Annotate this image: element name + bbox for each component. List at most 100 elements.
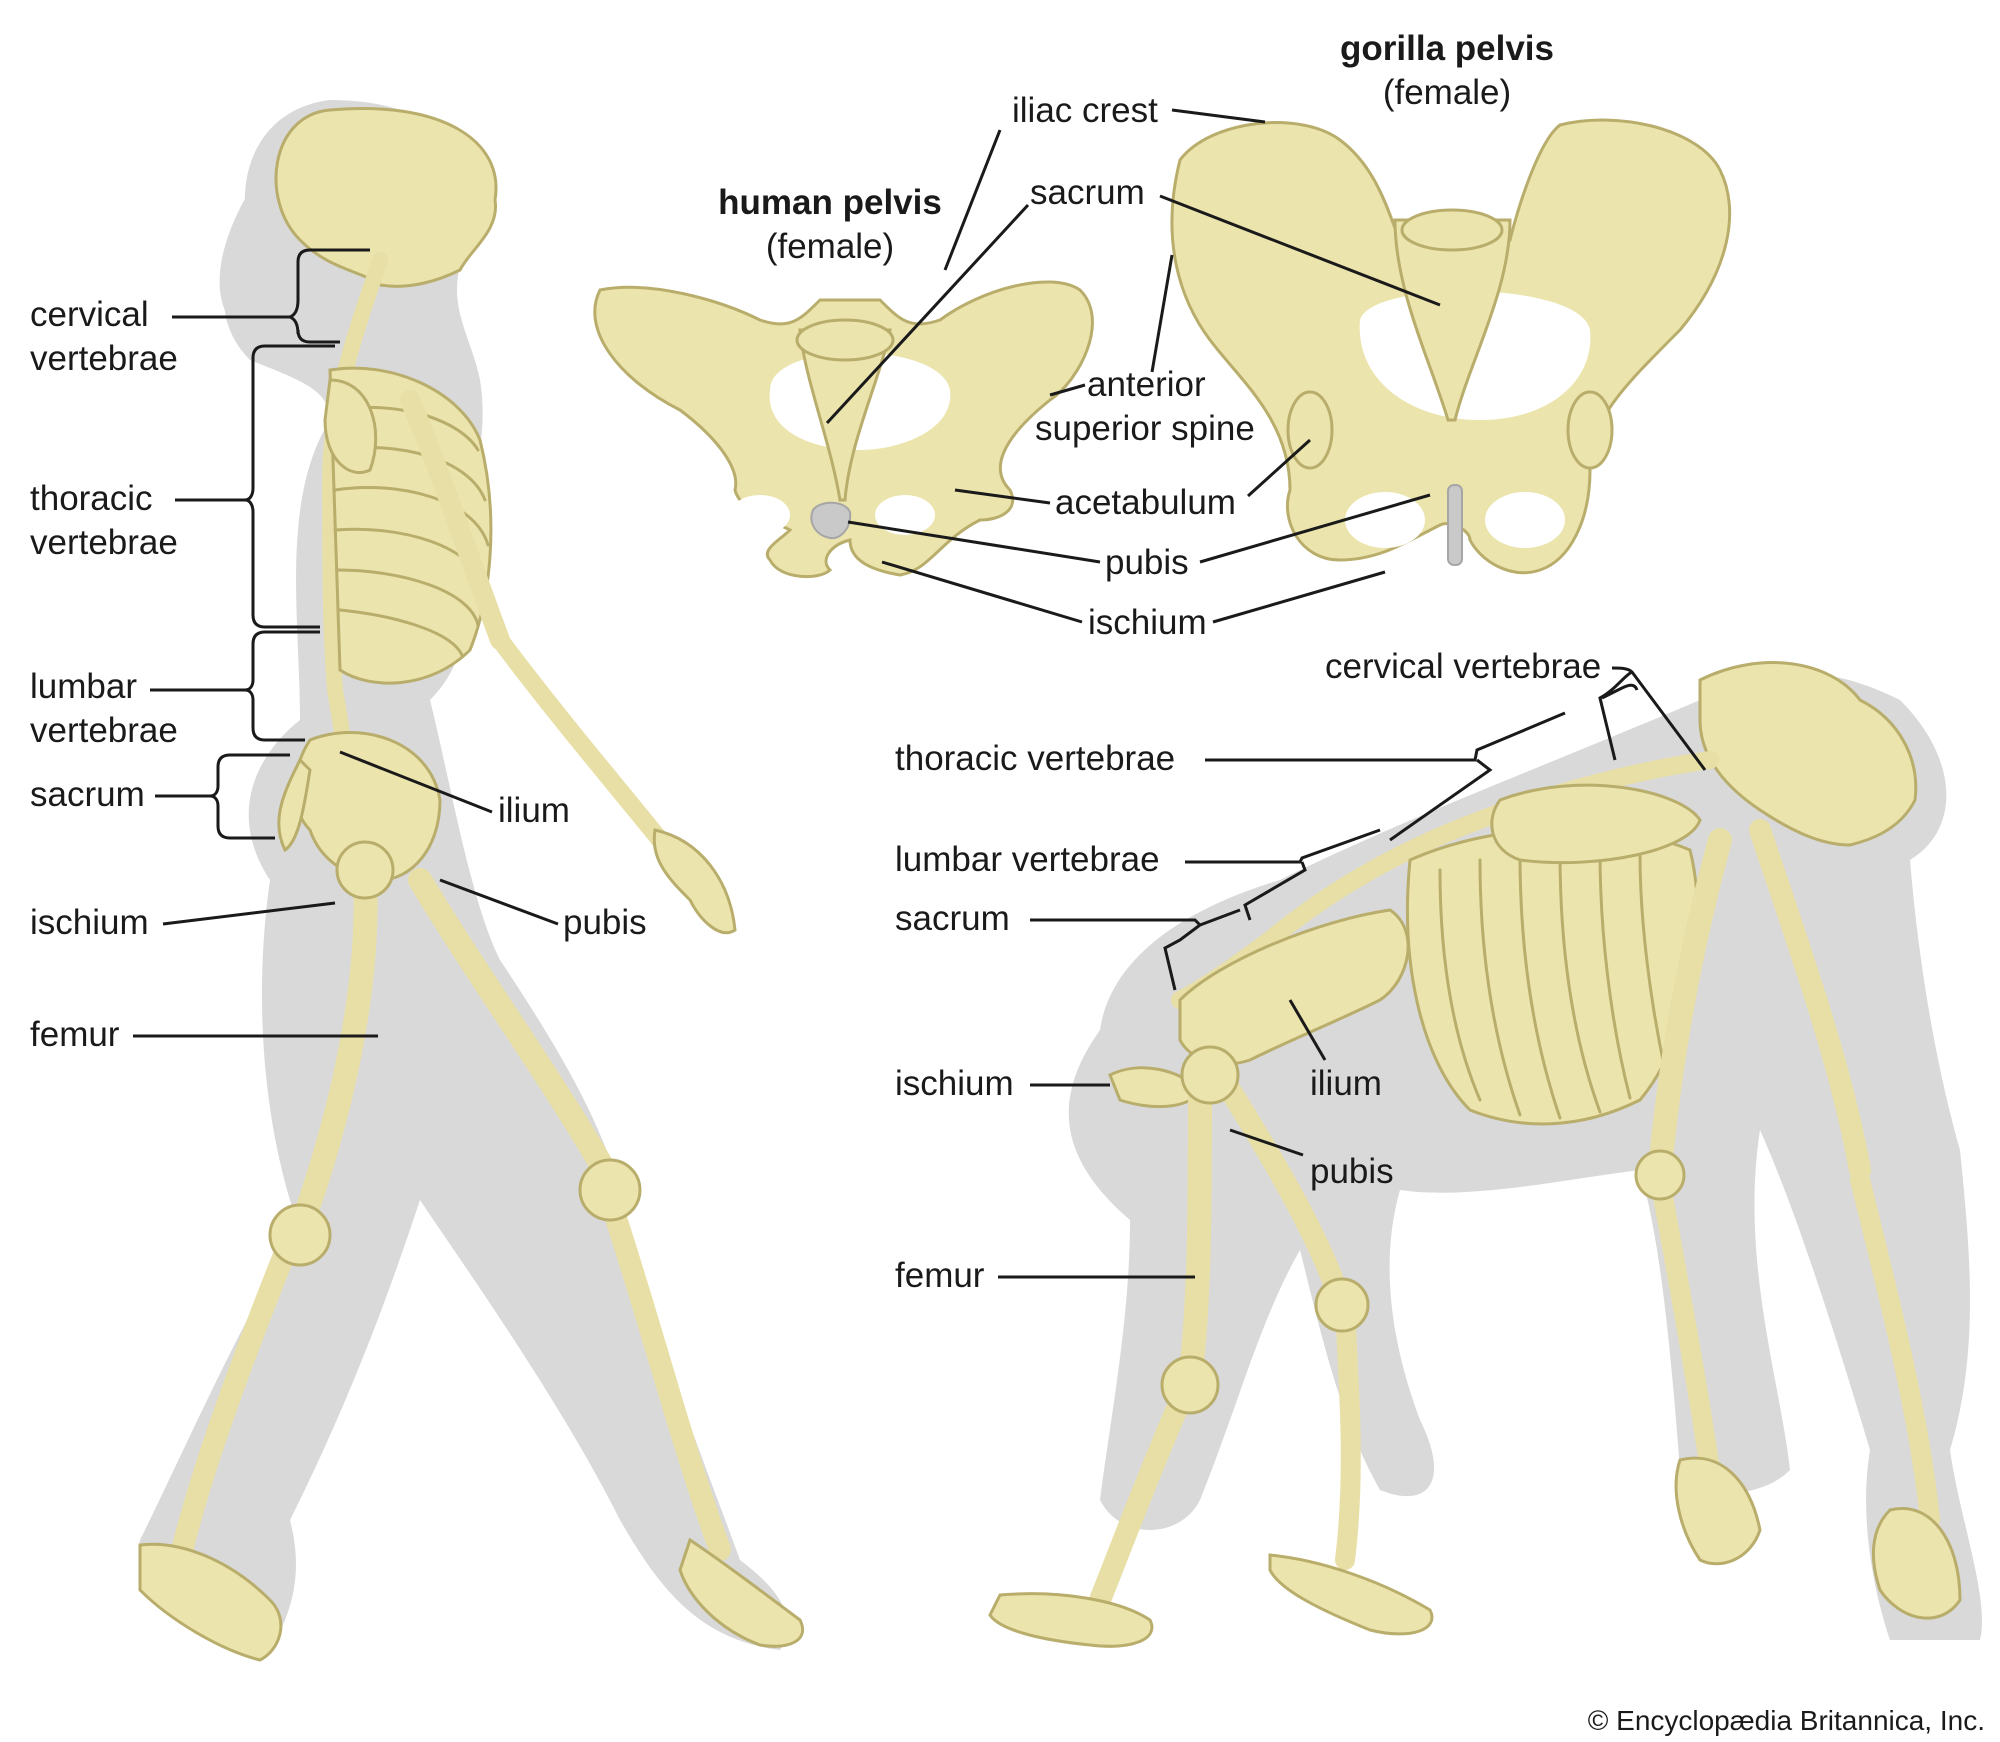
human-knee-front xyxy=(578,1158,642,1222)
pelvis-pubis-label: pubis xyxy=(1105,543,1189,582)
human-ilium-leader xyxy=(339,750,493,814)
gorilla-knee xyxy=(1160,1355,1220,1415)
gorilla-lumbar-label: lumbar vertebrae xyxy=(895,840,1160,879)
gorilla-pelvis-sacrum xyxy=(1393,218,1512,422)
acetabulum-leader-human xyxy=(954,488,1051,505)
human-pubis-label: pubis xyxy=(563,903,647,942)
gorilla-pelvis-pubic-symphysis xyxy=(1447,484,1463,566)
gorilla-hand-far xyxy=(1871,1507,1962,1620)
human-foot-back xyxy=(138,1542,283,1662)
human-tibia-back xyxy=(169,1229,301,1571)
human-pelvis-pubic-symphysis xyxy=(810,501,852,540)
gorilla-ilium-leader xyxy=(1288,999,1327,1061)
human-lumbar-bracket xyxy=(150,630,320,742)
gorilla-ribs xyxy=(1438,850,1667,1120)
gorilla-foot-far xyxy=(1268,1553,1434,1636)
gorilla-sacrum-label: sacrum xyxy=(895,899,1010,938)
human-hip-joint xyxy=(335,840,395,900)
gorilla-elbow xyxy=(1634,1149,1686,1201)
human-scapula xyxy=(323,378,378,474)
gorilla-femur-far xyxy=(1219,1079,1351,1311)
human-pelvis-title: human pelvis xyxy=(718,183,942,222)
human-forearm xyxy=(491,631,669,849)
gorilla-scapula xyxy=(1490,783,1702,865)
pelvis-ischium-label: ischium xyxy=(1088,603,1207,642)
gorilla-pubis-leader xyxy=(1229,1128,1304,1157)
gorilla-lumbar-bracket xyxy=(1185,828,1381,921)
human-silhouette-ponytail xyxy=(219,190,280,320)
gorilla-knee-far xyxy=(1314,1277,1370,1333)
human-humerus xyxy=(400,390,510,650)
pubis-leader-gorilla xyxy=(1199,493,1431,564)
copyright-notice: © Encyclopædia Britannica, Inc. xyxy=(1588,1705,1985,1736)
gorilla-forearm-far xyxy=(1850,1170,1940,1530)
superior-spine-label: superior spine xyxy=(1035,409,1255,448)
gorilla-pubis-label: pubis xyxy=(1310,1152,1394,1191)
human-spine xyxy=(321,252,388,768)
human-lumbar-label-2: vertebrae xyxy=(30,711,178,750)
gorilla-humerus xyxy=(1648,828,1732,1182)
human-lumbar-label: lumbar xyxy=(30,667,137,706)
human-foot-front xyxy=(678,1537,804,1648)
human-ischium-leader xyxy=(162,901,336,926)
human-skeleton-labels: cervical vertebrae thoracic vertebrae lu… xyxy=(30,248,647,1054)
pelvis-sacrum-leader-gorilla xyxy=(1159,194,1441,307)
human-ilium-label: ilium xyxy=(498,791,570,830)
gorilla-pelvis-obturator-left xyxy=(1345,492,1425,548)
human-femur-back xyxy=(288,868,378,1242)
gorilla-foot xyxy=(988,1592,1154,1648)
gorilla-hip-joint xyxy=(1180,1045,1240,1105)
human-femur-front xyxy=(408,868,622,1192)
ischium-leader-gorilla xyxy=(1212,570,1386,624)
human-cervical-label-2: vertebrae xyxy=(30,339,178,378)
gorilla-pelvis-sacrum-top xyxy=(1400,208,1504,252)
human-pelvis-figure xyxy=(593,280,1094,579)
gorilla-femur-label: femur xyxy=(895,1256,985,1295)
gorilla-humerus-far xyxy=(1749,819,1871,1181)
human-cervical-bracket xyxy=(172,248,370,344)
human-femur-label: femur xyxy=(30,1015,120,1054)
gorilla-pelvis-subtitle: (female) xyxy=(1383,73,1511,112)
human-thoracic-label-2: vertebrae xyxy=(30,523,178,562)
gorilla-acetabulum-right xyxy=(1566,390,1614,470)
gorilla-skeleton-figure xyxy=(988,661,1983,1648)
human-thoracic-bracket xyxy=(175,344,335,629)
gorilla-pelvis-title: gorilla pelvis xyxy=(1340,29,1554,68)
gorilla-pelvis-obturator-right xyxy=(1485,492,1565,548)
human-thoracic-label: thoracic xyxy=(30,479,153,518)
gorilla-ischium-label: ischium xyxy=(895,1064,1014,1103)
gorilla-ilium-label: ilium xyxy=(1310,1064,1382,1103)
human-ischium-label: ischium xyxy=(30,903,149,942)
human-cervical-label: cervical xyxy=(30,295,149,334)
gorilla-cervical-bracket xyxy=(1598,666,1707,771)
human-pelvis-sacrum-top xyxy=(795,318,895,362)
human-tibia-front xyxy=(599,1189,731,1561)
pelvis-labels: iliac crest sacrum anterior superior spi… xyxy=(825,91,1441,642)
human-pelvis-subtitle: (female) xyxy=(766,227,894,266)
human-skeleton-figure xyxy=(138,100,804,1662)
gorilla-tibia-far xyxy=(1335,1300,1361,1570)
iliac-crest-label: iliac crest xyxy=(1012,91,1158,130)
human-pubis-leader xyxy=(439,878,559,926)
human-sacrum-bracket xyxy=(155,753,290,840)
gorilla-skull xyxy=(1698,661,1918,847)
iliac-crest-leader-human xyxy=(943,129,1002,271)
iliac-crest-leader-gorilla xyxy=(1171,108,1266,124)
human-pelvis-obturator-left xyxy=(730,495,790,535)
human-pelvis-sacrum xyxy=(798,328,892,502)
gorilla-cervical-label: cervical vertebrae xyxy=(1325,647,1601,686)
human-pelvis-obturator-right xyxy=(875,495,935,535)
gorilla-femur xyxy=(1178,1068,1212,1392)
human-knee-back xyxy=(268,1203,332,1267)
gorilla-thoracic-label: thoracic vertebrae xyxy=(895,739,1175,778)
pelvis-sacrum-label: sacrum xyxy=(1030,173,1145,212)
gorilla-pelvis-figure xyxy=(1170,118,1732,575)
human-hand xyxy=(652,828,737,935)
anterior-label: anterior xyxy=(1087,365,1206,404)
gorilla-acetabulum-left xyxy=(1286,390,1334,470)
pelvis-sacrum-leader-human xyxy=(825,203,1030,425)
gorilla-hand xyxy=(1674,1456,1762,1566)
gorilla-sacrum-bracket xyxy=(1030,908,1241,991)
human-skull xyxy=(274,107,498,288)
